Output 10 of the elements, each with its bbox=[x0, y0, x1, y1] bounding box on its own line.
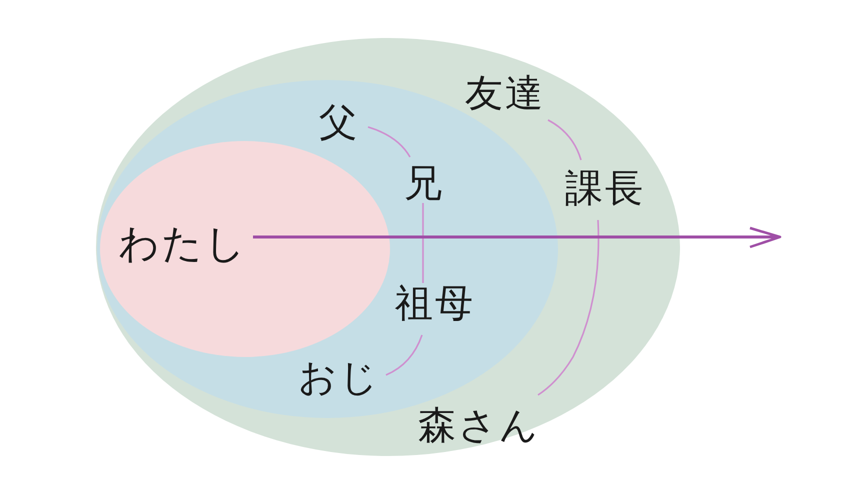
person-label: 森さん bbox=[418, 406, 540, 444]
inner-ellipse bbox=[100, 141, 390, 357]
outer-ellipse bbox=[96, 38, 680, 456]
person-label: 兄 bbox=[404, 164, 444, 202]
person-label: 祖母 bbox=[395, 284, 475, 322]
person-label: 友達 bbox=[465, 74, 545, 112]
person-label: おじ bbox=[298, 358, 380, 396]
self-label: わたし bbox=[118, 224, 248, 264]
person-label: 課長 bbox=[565, 169, 645, 207]
person-label: 父 bbox=[319, 103, 359, 141]
